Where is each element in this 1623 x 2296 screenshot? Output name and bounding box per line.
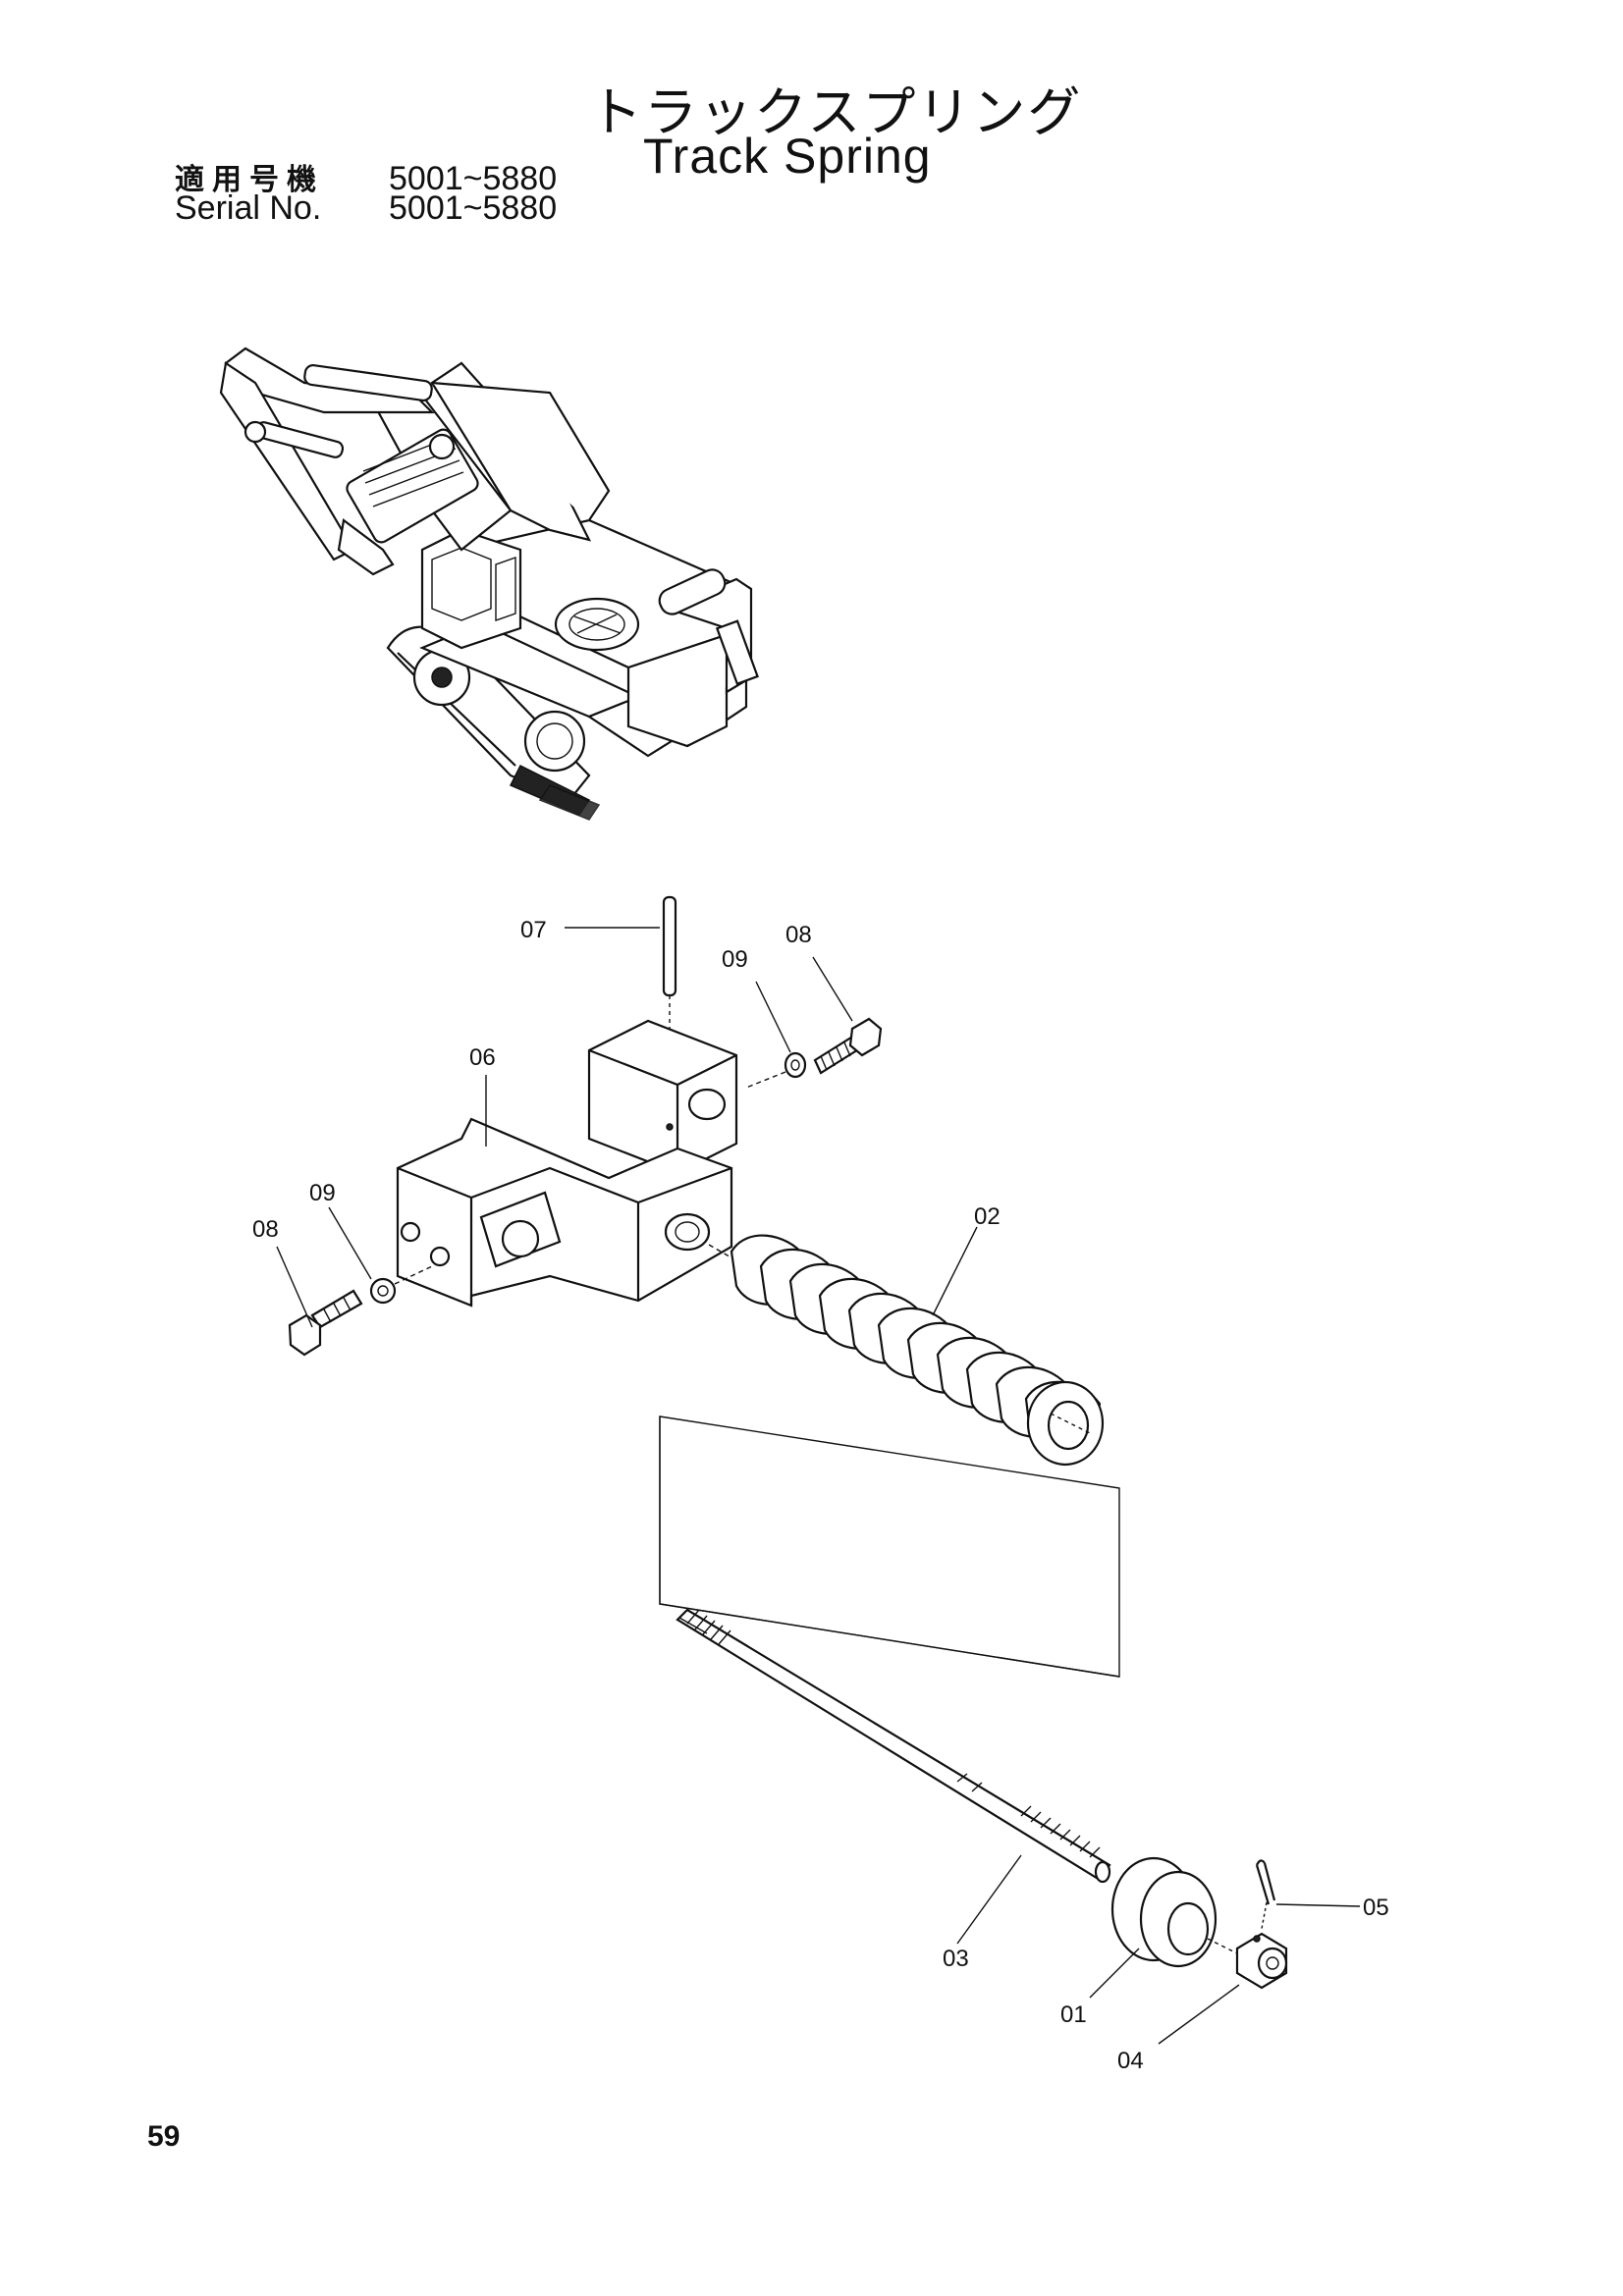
callout-01: 01 <box>1060 2002 1087 2028</box>
callout-05: 05 <box>1363 1895 1389 1921</box>
leader-lines <box>276 927 1361 2045</box>
callout-03: 03 <box>943 1946 969 1972</box>
serial-range: 5001~5880 <box>389 189 558 227</box>
serial-label: Serial No. <box>175 189 322 227</box>
assembly-envelope <box>659 1415 1120 1678</box>
washer-09-upper <box>784 1051 807 1079</box>
nut-04 <box>1235 1932 1288 1990</box>
page-title-japanese: トラックスプリング <box>589 81 1083 143</box>
callout-09-lower: 09 <box>309 1180 336 1206</box>
cotter-pin-05 <box>1255 1859 1276 1930</box>
bracket-06 <box>396 1019 738 1308</box>
serial-range-japanese: 5001~5880 <box>389 160 558 197</box>
spring-02 <box>708 1234 1105 1467</box>
rod-03 <box>676 1608 1111 1884</box>
callout-08-upper: 08 <box>785 922 812 948</box>
callout-09-upper: 09 <box>722 946 748 973</box>
page-number: 59 <box>147 2120 181 2153</box>
seat-01 <box>1110 1856 1238 1968</box>
serial-row: Serial No. 5001~5880 <box>175 189 557 228</box>
bolt-08-upper <box>745 1017 883 1089</box>
callout-07: 07 <box>520 917 547 943</box>
callout-08-lower: 08 <box>252 1216 279 1243</box>
bolt-08-lower <box>288 1265 433 1357</box>
washer-09-lower <box>369 1277 397 1305</box>
serial-row-japanese: 適用号機 5001~5880 <box>175 155 557 198</box>
serial-label-japanese: 適用号機 <box>175 163 324 197</box>
callout-02: 02 <box>974 1203 1001 1230</box>
callout-06: 06 <box>469 1044 496 1071</box>
callout-04: 04 <box>1117 2048 1144 2074</box>
excavator-illustration <box>219 347 759 821</box>
page-title: Track Spring <box>643 129 932 184</box>
